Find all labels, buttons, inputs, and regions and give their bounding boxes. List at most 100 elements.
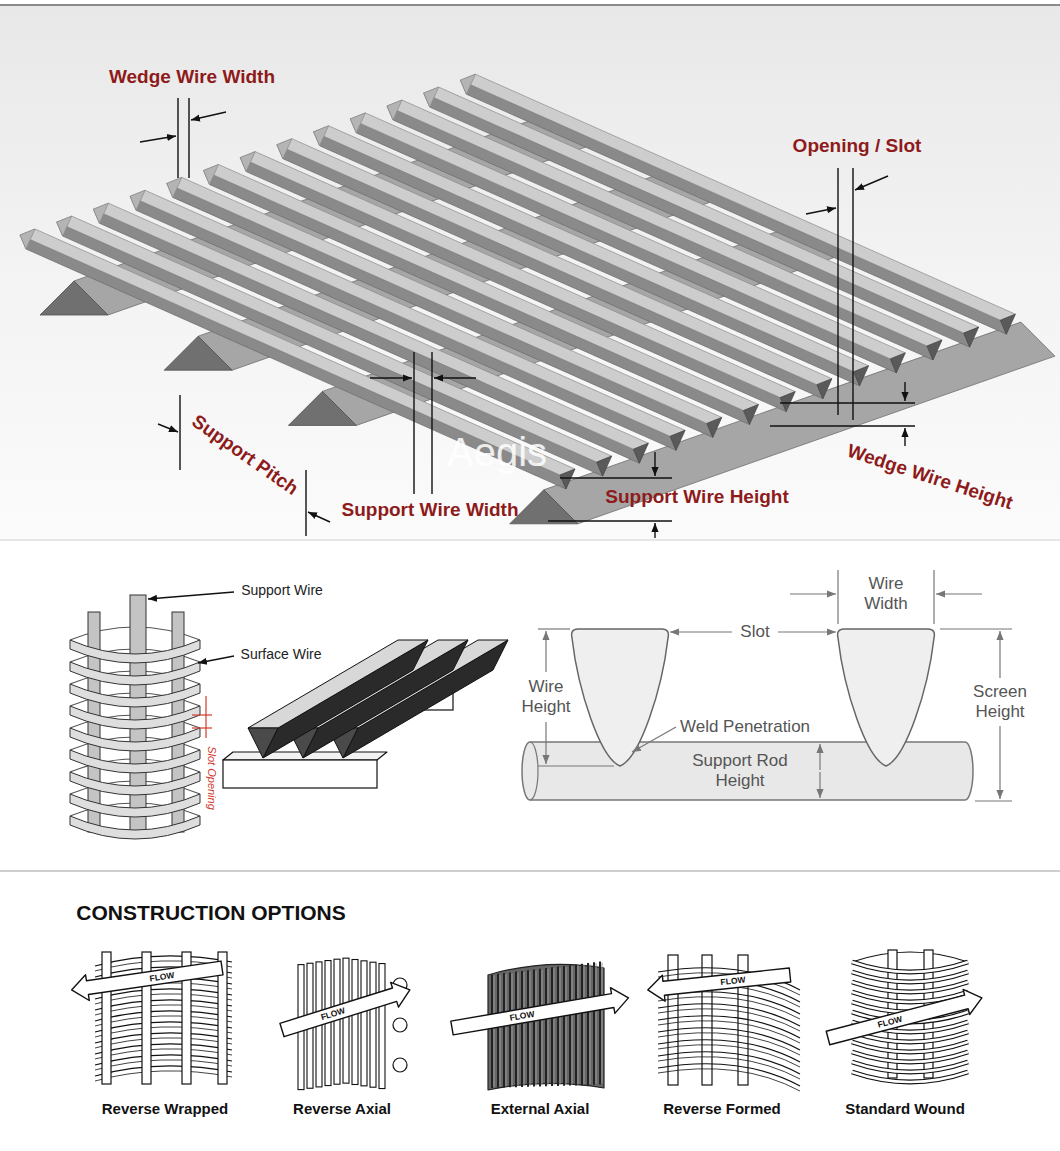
wire <box>658 1028 800 1050</box>
dimension-line <box>837 168 838 415</box>
option-caption: Standard Wound <box>845 1100 965 1117</box>
wire <box>852 1062 968 1072</box>
surface-wire <box>70 794 200 817</box>
wedge-wire <box>204 165 219 185</box>
wire <box>852 952 968 962</box>
support-rod <box>393 1018 407 1032</box>
wire <box>503 973 505 1087</box>
wedge-wire <box>670 430 685 450</box>
flow-arrow <box>278 978 414 1043</box>
wire <box>352 960 358 1085</box>
wedge-wire <box>130 190 145 210</box>
wedge-wire <box>633 443 648 463</box>
flow-label: FLOW <box>148 971 176 983</box>
dimension-label: Weld Penetration <box>680 717 810 737</box>
dimension-label: Wedge Wire Width <box>109 66 275 88</box>
wire <box>658 1021 800 1043</box>
dimension-label: Wedge Wire Height <box>845 440 1016 514</box>
dimension-line <box>545 722 546 764</box>
dimension-line <box>654 523 655 538</box>
flow-arrow <box>70 955 985 1050</box>
dimension-line <box>191 112 226 120</box>
wire <box>500 975 501 1087</box>
dimension-line <box>904 382 905 401</box>
support-wire <box>130 595 146 835</box>
wire <box>521 971 523 1087</box>
wire <box>852 1042 968 1052</box>
wedge-wire <box>964 327 979 347</box>
wire <box>491 975 493 1088</box>
wire <box>658 1033 800 1055</box>
wedge-wire <box>314 126 329 146</box>
section-rule <box>0 870 1060 872</box>
wire <box>506 974 507 1086</box>
wedge-wire <box>93 209 639 463</box>
wire <box>379 964 385 1089</box>
wire <box>539 969 541 1087</box>
wedge-wire <box>20 229 35 249</box>
dimension-line <box>975 800 1012 801</box>
flow-arrow <box>825 985 985 1050</box>
flow-arrow <box>278 978 414 1043</box>
dimension-line <box>904 428 905 446</box>
wedge-wire <box>20 229 575 475</box>
wire-panel <box>488 964 604 1090</box>
dimension-line <box>778 631 836 632</box>
surface-wire <box>70 706 200 729</box>
dimension-line <box>999 726 1000 799</box>
dimension-line <box>548 520 672 521</box>
dimension-label: Wire Height <box>517 677 575 716</box>
wedge-wire <box>597 456 612 476</box>
dimension-line <box>780 402 915 403</box>
wire <box>593 962 595 1085</box>
dimension-line <box>434 377 476 378</box>
panel-ground <box>0 5 1060 540</box>
surface-wire <box>70 728 200 751</box>
dimension-line <box>819 772 820 798</box>
dimension-line <box>654 452 655 476</box>
wire <box>560 968 561 1085</box>
wedge-wire <box>817 379 832 399</box>
wedge-wire <box>1000 314 1015 334</box>
surface-wire <box>70 684 200 707</box>
wire <box>852 1072 968 1082</box>
wedge-wire <box>560 469 575 489</box>
wire <box>334 959 340 1084</box>
dimension-line <box>632 727 676 752</box>
dimension-label: Support Wire Height <box>605 486 789 508</box>
flow-label: FLOW <box>319 1006 347 1022</box>
wire <box>581 964 583 1085</box>
dimension-line <box>177 98 178 178</box>
wire <box>852 1062 968 1072</box>
wire <box>575 964 577 1085</box>
wire <box>566 967 567 1085</box>
flow-arrow <box>450 985 631 1041</box>
dimension-line <box>158 424 178 432</box>
wire <box>578 965 579 1084</box>
dimension-line <box>819 744 820 770</box>
support-wire <box>40 281 108 315</box>
wedge-wire <box>854 366 869 386</box>
dimension-line <box>305 470 306 536</box>
wedge-wire <box>57 216 612 462</box>
option-caption: External Axial <box>491 1100 590 1117</box>
wire <box>852 1052 968 1062</box>
wire <box>658 1004 800 1026</box>
support-wire <box>164 336 232 370</box>
dimension-line <box>855 176 888 190</box>
dimension-line <box>670 631 732 632</box>
wedge-wire-grid <box>20 74 1055 524</box>
dimension-line <box>538 765 614 766</box>
wire <box>536 971 537 1086</box>
surface-wire <box>70 640 200 663</box>
wire <box>527 970 529 1087</box>
slot-dimension <box>192 696 212 738</box>
wire <box>497 974 499 1088</box>
slot-dimension <box>205 696 206 738</box>
dimension-line <box>940 628 1012 629</box>
support-wire <box>510 490 578 524</box>
leader-line <box>148 592 234 663</box>
wedge-wire <box>277 139 292 159</box>
wire <box>95 1071 232 1081</box>
wire <box>852 972 968 982</box>
